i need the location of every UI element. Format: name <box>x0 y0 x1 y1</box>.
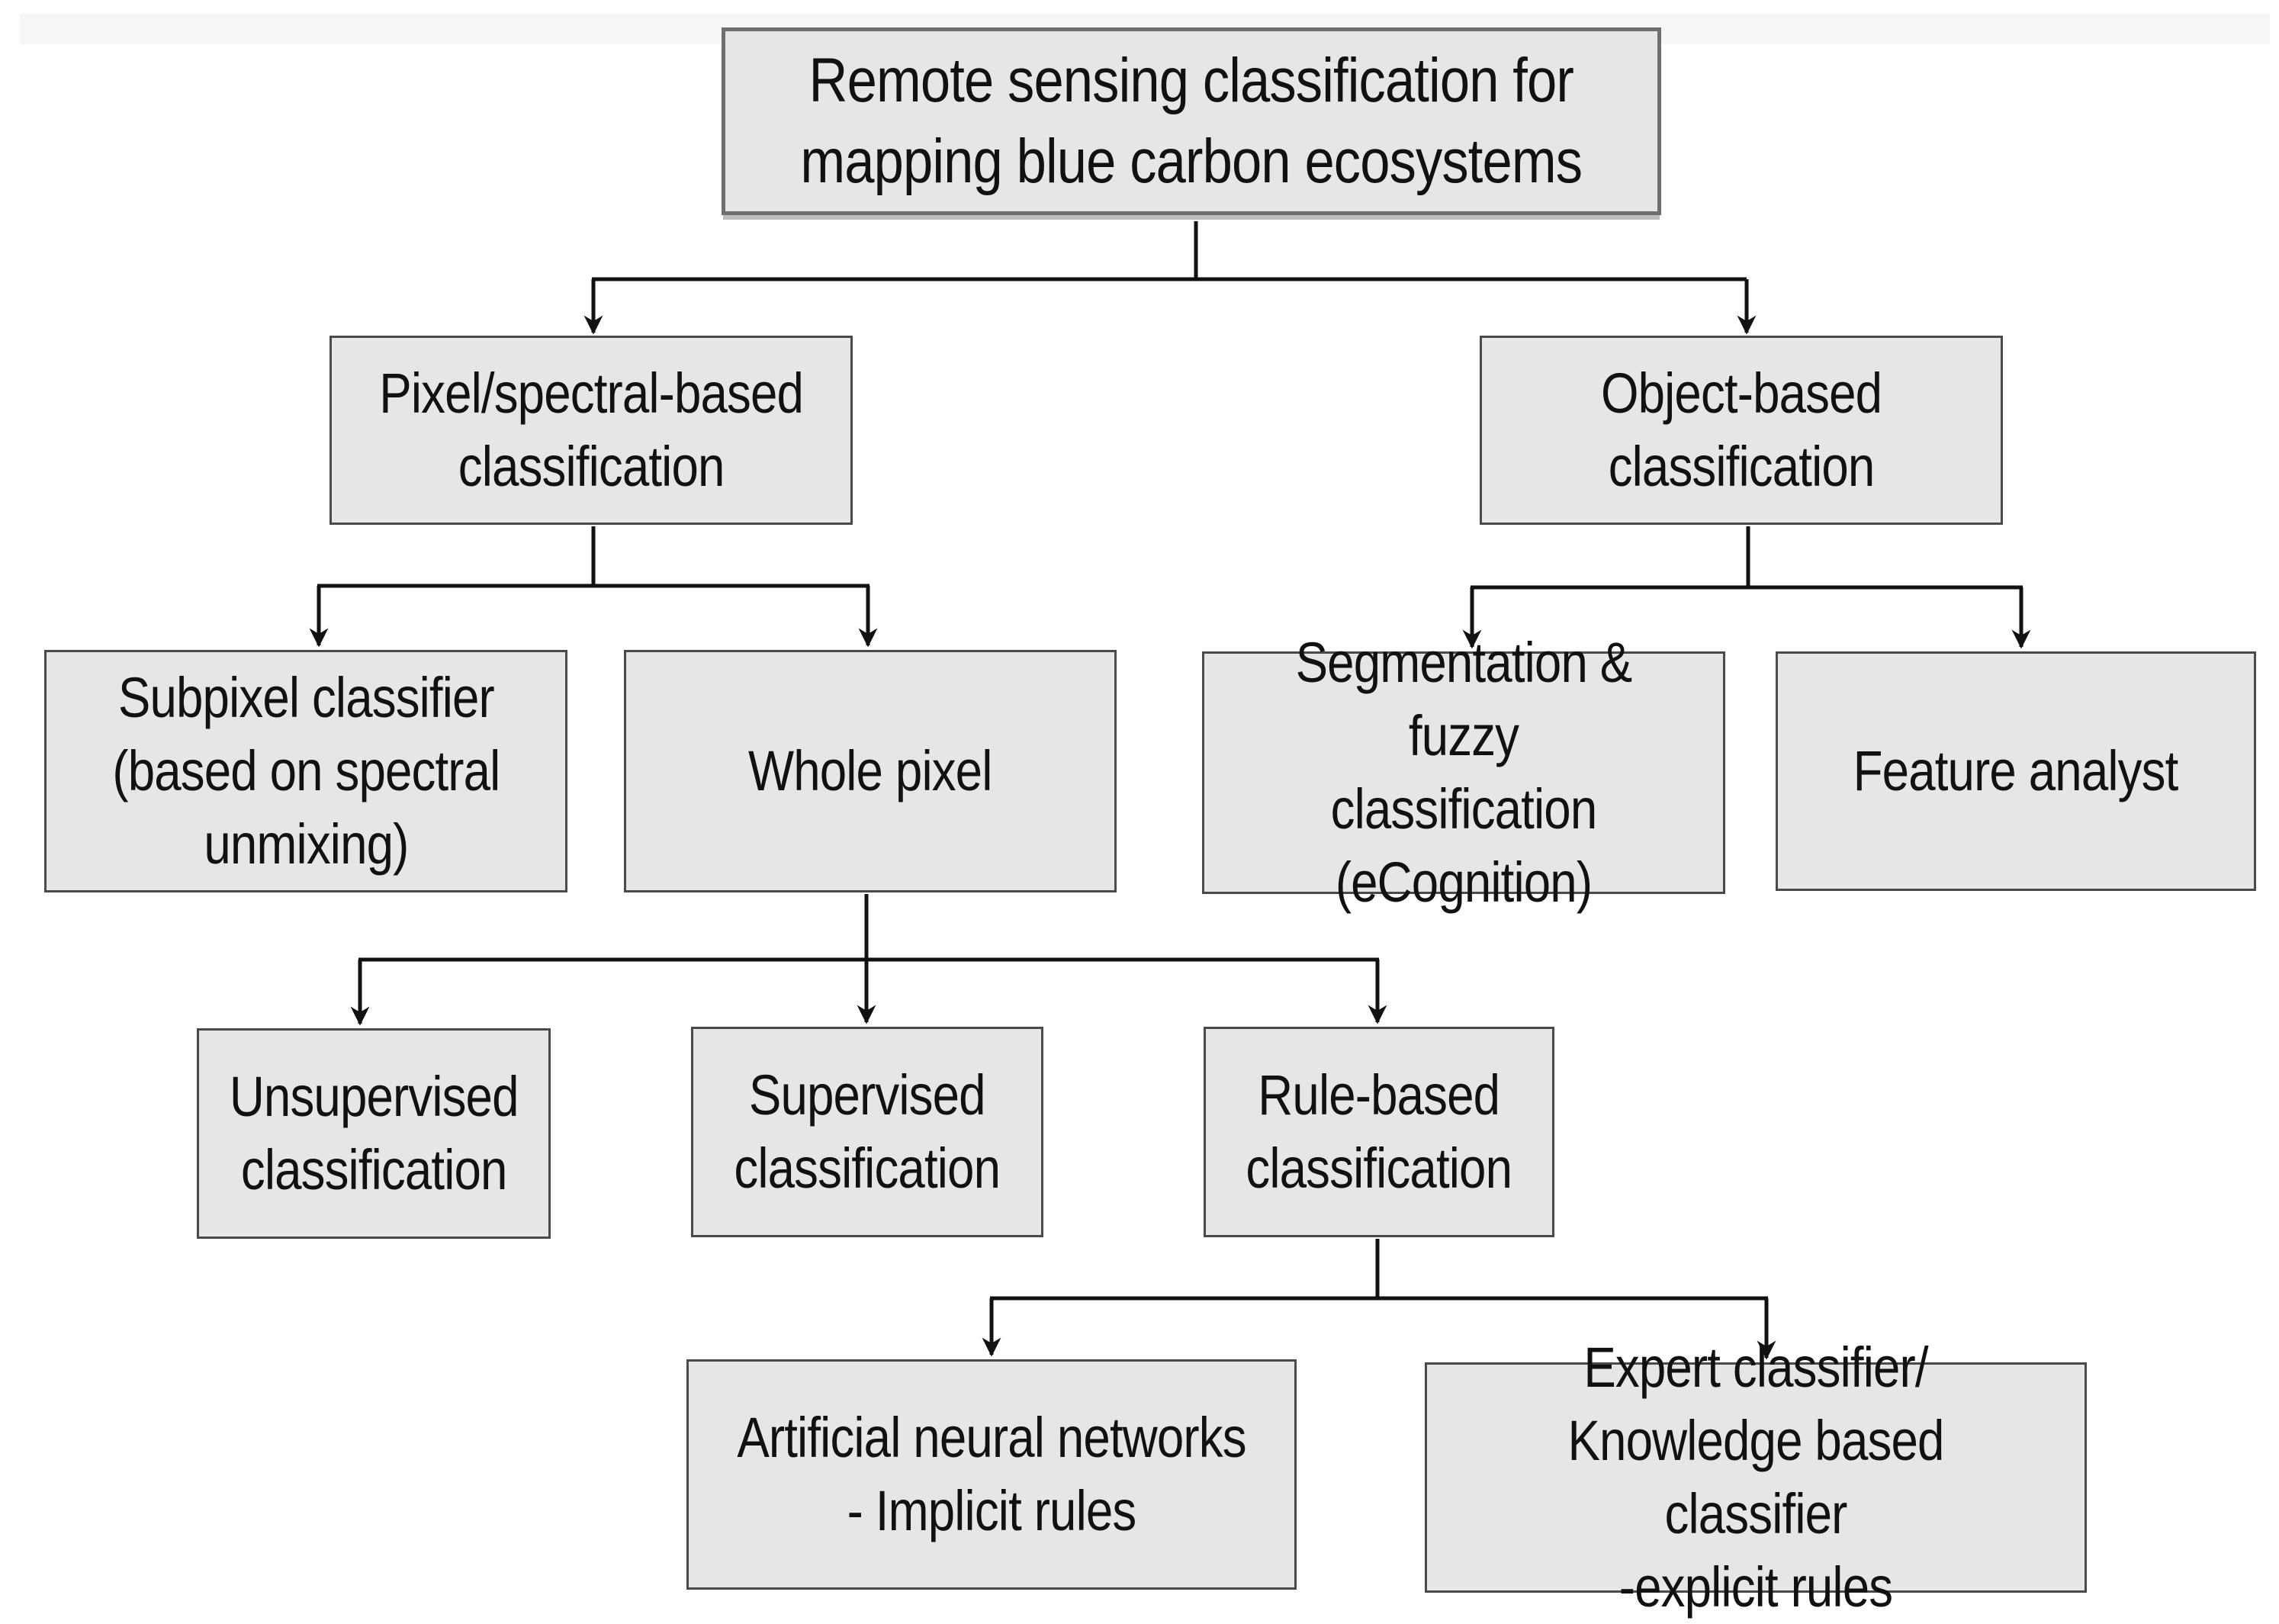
whole-pixel-node-label: Whole pixel <box>748 739 992 802</box>
feature-analyst-node-label: Feature analyst <box>1853 739 2179 802</box>
root-node-label: Remote sensing classification for mappin… <box>800 46 1583 196</box>
unsupervised-classification-node: Unsupervised classification <box>197 1028 551 1239</box>
root-node: Remote sensing classification for mappin… <box>722 27 1661 215</box>
supervised-classification-node: Supervised classification <box>691 1027 1043 1237</box>
whole-pixel-node: Whole pixel <box>624 650 1117 892</box>
subpixel-classifier-node-label: Subpixel classifier (based on spectral u… <box>111 666 500 876</box>
object-based-node-label: Object-based classification <box>1600 362 1882 498</box>
object-based-node: Object-based classification <box>1480 336 2003 525</box>
subpixel-classifier-node: Subpixel classifier (based on spectral u… <box>44 650 567 892</box>
expert-classifier-node: Expert classifier/ Knowledge based class… <box>1425 1336 2087 1619</box>
expert-classifier-node-label: Expert classifier/ Knowledge based class… <box>1567 1336 1944 1619</box>
segmentation-fuzzy-node: Segmentation & fuzzy classification (eCo… <box>1202 631 1725 914</box>
segmentation-fuzzy-node-label: Segmentation & fuzzy classification (eCo… <box>1295 631 1633 914</box>
neural-networks-node: Artificial neural networks - Implicit ru… <box>686 1359 1297 1590</box>
supervised-classification-node-label: Supervised classification <box>734 1063 1001 1200</box>
unsupervised-classification-node-label: Unsupervised classification <box>229 1065 519 1201</box>
rule-based-classification-node: Rule-based classification <box>1204 1027 1554 1237</box>
pixel-based-node-label: Pixel/spectral-based classification <box>379 362 804 498</box>
rule-based-classification-node-label: Rule-based classification <box>1246 1063 1513 1200</box>
neural-networks-node-label: Artificial neural networks - Implicit ru… <box>737 1406 1246 1542</box>
pixel-based-node: Pixel/spectral-based classification <box>329 336 853 525</box>
feature-analyst-node: Feature analyst <box>1776 651 2256 891</box>
